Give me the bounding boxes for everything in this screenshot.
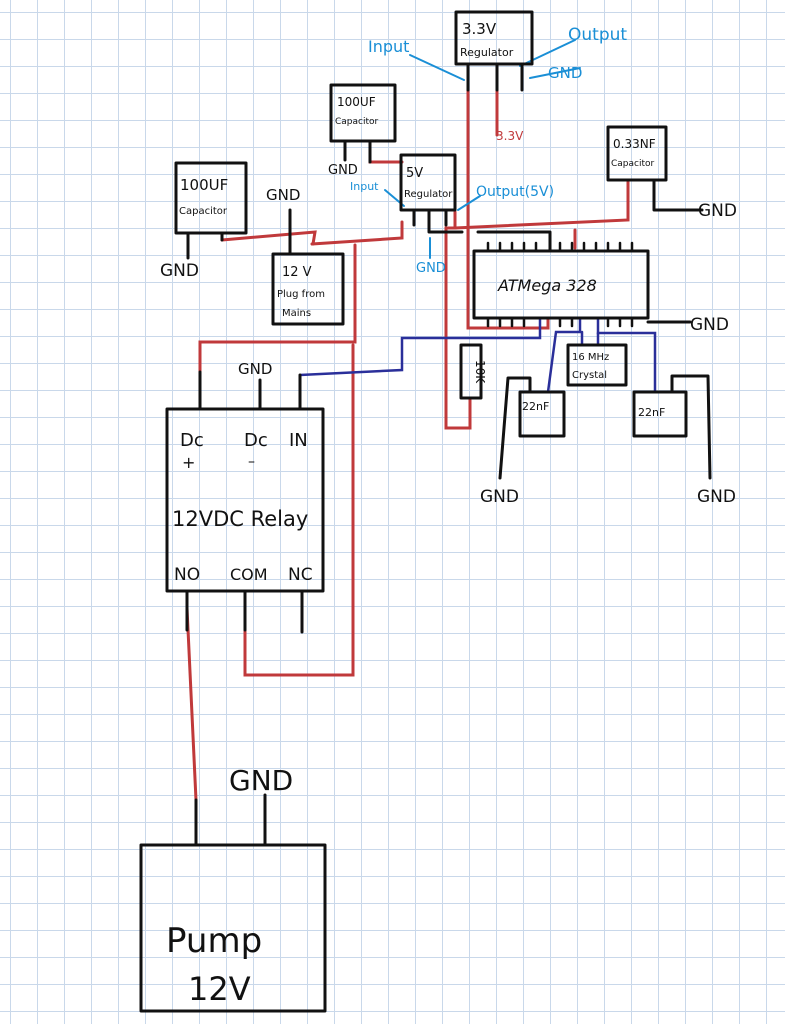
reg5-input-label: Input: [350, 180, 379, 193]
blue-wires: [298, 316, 657, 394]
cap100-top-box: [329, 83, 397, 143]
atmega-label: ATMega 328: [497, 276, 597, 295]
cap22-left-box: [518, 390, 566, 438]
cap033-label-1: 0.33NF: [613, 137, 656, 151]
cap100-left-box: [174, 161, 248, 235]
reg5-output-label: Output(5V): [476, 184, 554, 200]
relay-pin-dc-plus-sign: +: [182, 453, 195, 472]
wire-5v-to-resistor: [444, 210, 472, 430]
gnd-label-cap100-top: GND: [328, 163, 358, 178]
gnd-label-atmega: GND: [690, 315, 729, 335]
cap033-box: [606, 125, 668, 182]
relay-pin-dc-minus-sign: –: [248, 454, 255, 470]
pump-label-2: 12V: [188, 970, 251, 1008]
wire-cap100top-to-reg5: [368, 141, 404, 164]
wire-5v-to-cap033: [453, 180, 630, 230]
gnd-label-reg5: GND: [416, 261, 446, 276]
reg33-box: [454, 10, 534, 66]
pump-box: [139, 843, 327, 1013]
reg5-box: [399, 153, 457, 212]
gnd-label-cap033: GND: [698, 201, 737, 221]
cap22-left-label: 22nF: [522, 400, 549, 413]
gnd-label-relay: GND: [238, 360, 272, 378]
crystal-box: [566, 343, 628, 387]
relay-pin-no: NO: [174, 565, 200, 585]
wire-relay-com-to-12v: [243, 343, 355, 677]
relay-pin-dc-minus: Dc: [244, 430, 268, 451]
crystal-label-1: 16 MHz: [572, 352, 609, 363]
gnd-label-cap22-left: GND: [480, 487, 519, 507]
relay-label: 12VDC Relay: [172, 507, 308, 531]
resistor-label: 10K: [473, 360, 487, 384]
reg5-label-1: 5V: [406, 166, 423, 181]
relay-pin-in: IN: [289, 430, 308, 451]
cap22-right-label: 22nF: [638, 406, 665, 419]
cap100-left-label-2: Capacitor: [179, 206, 228, 217]
component-outlines: [139, 10, 712, 1013]
reg5-label-2: Regulator: [404, 189, 453, 200]
cap100-top-label-1: 100UF: [337, 95, 376, 109]
annotation-lines: [384, 39, 581, 259]
plug12-label-1: 12 V: [282, 265, 312, 280]
crystal-label-2: Crystal: [572, 370, 607, 381]
wire-plug-to-reg5: [310, 220, 404, 246]
relay-pin-com: COM: [230, 565, 268, 584]
reg33-gnd-label: GND: [548, 64, 582, 82]
gnd-label-cap22-right: GND: [697, 487, 736, 507]
relay-pin-nc: NC: [288, 565, 313, 585]
resistor-box: [459, 343, 483, 400]
relay-pin-dc-plus: Dc: [180, 430, 204, 451]
wire-crystal-right: [596, 316, 657, 394]
plug12-label-2: Plug from: [277, 289, 325, 300]
cap22-right-box: [632, 390, 688, 438]
reg33-out-voltage: 3.3V: [496, 129, 524, 143]
cap100-top-label-2: Capacitor: [335, 117, 379, 127]
wire-cap100-to-plug: [220, 230, 317, 246]
wire-relay-no-to-pump: [185, 606, 198, 802]
red-wires: [185, 88, 630, 802]
wire-atmega-to-relay-in: [298, 316, 542, 377]
pump-label-1: Pump: [166, 921, 262, 961]
plug12-box: [271, 252, 345, 326]
cap033-label-2: Capacitor: [611, 159, 655, 169]
reg33-label-1: 3.3V: [462, 20, 497, 38]
reg33-label-2: Regulator: [460, 46, 514, 59]
gnd-label-plug: GND: [266, 186, 300, 204]
reg33-input-label: Input: [368, 37, 409, 56]
reg33-output-label: Output: [568, 25, 627, 45]
wire-33v-rail: [466, 88, 550, 330]
gnd-label-cap100-left: GND: [160, 261, 199, 281]
wire-12v-to-relay-dc: [198, 243, 357, 374]
gnd-label-pump: GND: [229, 764, 293, 797]
wire-crystal-left: [546, 316, 582, 394]
cap100-left-label-1: 100UF: [180, 176, 228, 194]
plug12-label-3: Mains: [282, 308, 311, 319]
